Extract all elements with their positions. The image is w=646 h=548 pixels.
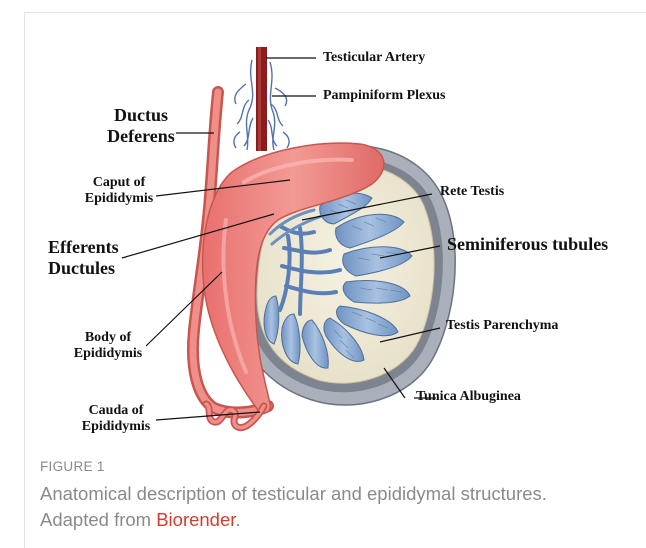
label-testis-parenchyma: Testis Parenchyma [446,318,558,334]
label-efferents-ductules: Efferents Ductules [48,237,119,278]
spermatic-cord [234,47,289,151]
label-caput-line1: Caput of [74,175,164,191]
label-efferents-line1: Efferents [48,237,119,258]
label-ductus-deferens: Ductus Deferens [96,105,186,146]
label-cauda-epididymis: Cauda of Epididymis [66,403,166,435]
figure-tag: FIGURE 1 [40,459,105,474]
label-tunica-albuginea: Tunica Albuginea [416,389,521,405]
label-cauda-line1: Cauda of [66,403,166,419]
label-ductus-line1: Ductus [96,105,186,126]
label-pampiniform-plexus: Pampiniform Plexus [323,88,446,104]
label-body-line2: Epididymis [58,346,158,362]
label-efferents-line2: Ductules [48,258,119,279]
testicular-artery-vessel [256,47,267,151]
caption-end: . [235,509,240,530]
label-caput-line2: Epididymis [74,191,164,207]
label-caput-epididymis: Caput of Epididymis [74,175,164,207]
figure-caption: Anatomical description of testicular and… [40,481,600,533]
label-testicular-artery: Testicular Artery [323,50,425,66]
caption-text: Anatomical description of testicular and… [40,483,547,530]
label-rete-testis: Rete Testis [440,184,504,200]
label-seminiferous-tubules: Seminiferous tubules [447,234,608,255]
label-body-epididymis: Body of Epididymis [58,330,158,362]
label-ductus-line2: Deferens [96,126,186,147]
label-cauda-line2: Epididymis [66,419,166,435]
biorender-link[interactable]: Biorender [156,509,235,530]
label-body-line1: Body of [58,330,158,346]
